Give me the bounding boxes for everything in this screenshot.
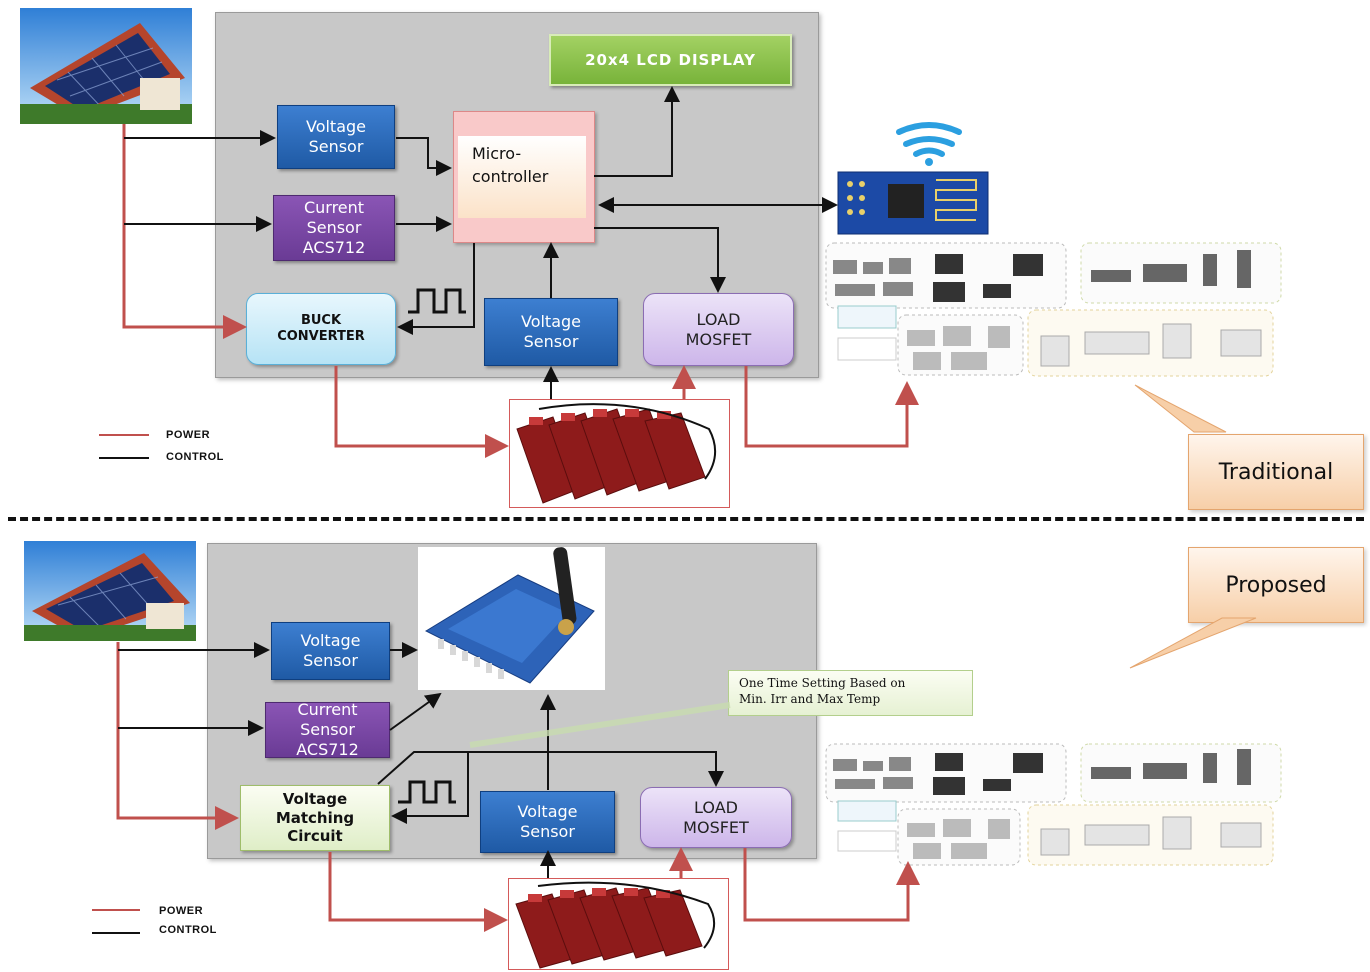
power-legend-line-2 <box>92 909 140 911</box>
voltage-sensor-block-2: Voltage Sensor <box>480 791 615 853</box>
appliances-icon <box>825 242 1282 377</box>
wifi-module-icon <box>837 122 989 235</box>
voltage-sensor-block: Voltage Sensor <box>277 105 395 169</box>
control-legend-label: CONTROL <box>166 451 224 463</box>
voltage-matching-circuit-block: Voltage Matching Circuit <box>240 785 390 851</box>
battery-bank-icon <box>509 399 730 508</box>
current-sensor-block: Current Sensor ACS712 <box>265 700 390 759</box>
power-legend-label-2: POWER <box>159 905 204 917</box>
power-legend-line <box>99 434 149 436</box>
proposed-label: Proposed <box>1188 547 1364 623</box>
proposed-callout-pointer <box>1129 617 1257 669</box>
power-legend-label: POWER <box>166 429 211 441</box>
traditional-label: Traditional <box>1188 434 1364 510</box>
one-time-setting-note: One Time Setting Based on Min. Irr and M… <box>728 670 973 716</box>
microcontroller-block: Micro- controller <box>453 111 595 243</box>
current-sensor-block: Current Sensor ACS712 <box>273 195 395 261</box>
battery-bank-icon-2 <box>508 878 729 970</box>
control-legend-line <box>99 457 149 459</box>
traditional-callout-pointer <box>1134 384 1227 433</box>
appliances-icon-2 <box>825 743 1282 866</box>
section-divider <box>8 517 1364 521</box>
proposed-connections <box>116 642 920 932</box>
control-legend-line-2 <box>92 932 140 934</box>
load-mosfet-block: LOAD MOSFET <box>640 787 792 848</box>
lcd-display-block: 20x4 LCD DISPLAY <box>549 34 792 86</box>
load-mosfet-block: LOAD MOSFET <box>643 293 794 366</box>
solar-house-icon-2 <box>24 541 196 641</box>
microcontroller-label: Micro- controller <box>458 136 586 218</box>
traditional-connections <box>122 86 919 458</box>
xbee-module-icon <box>418 547 605 690</box>
voltage-sensor-block-2: Voltage Sensor <box>484 298 618 366</box>
control-legend-label-2: CONTROL <box>159 924 217 936</box>
voltage-sensor-block: Voltage Sensor <box>271 622 390 680</box>
solar-house-icon <box>20 8 192 124</box>
